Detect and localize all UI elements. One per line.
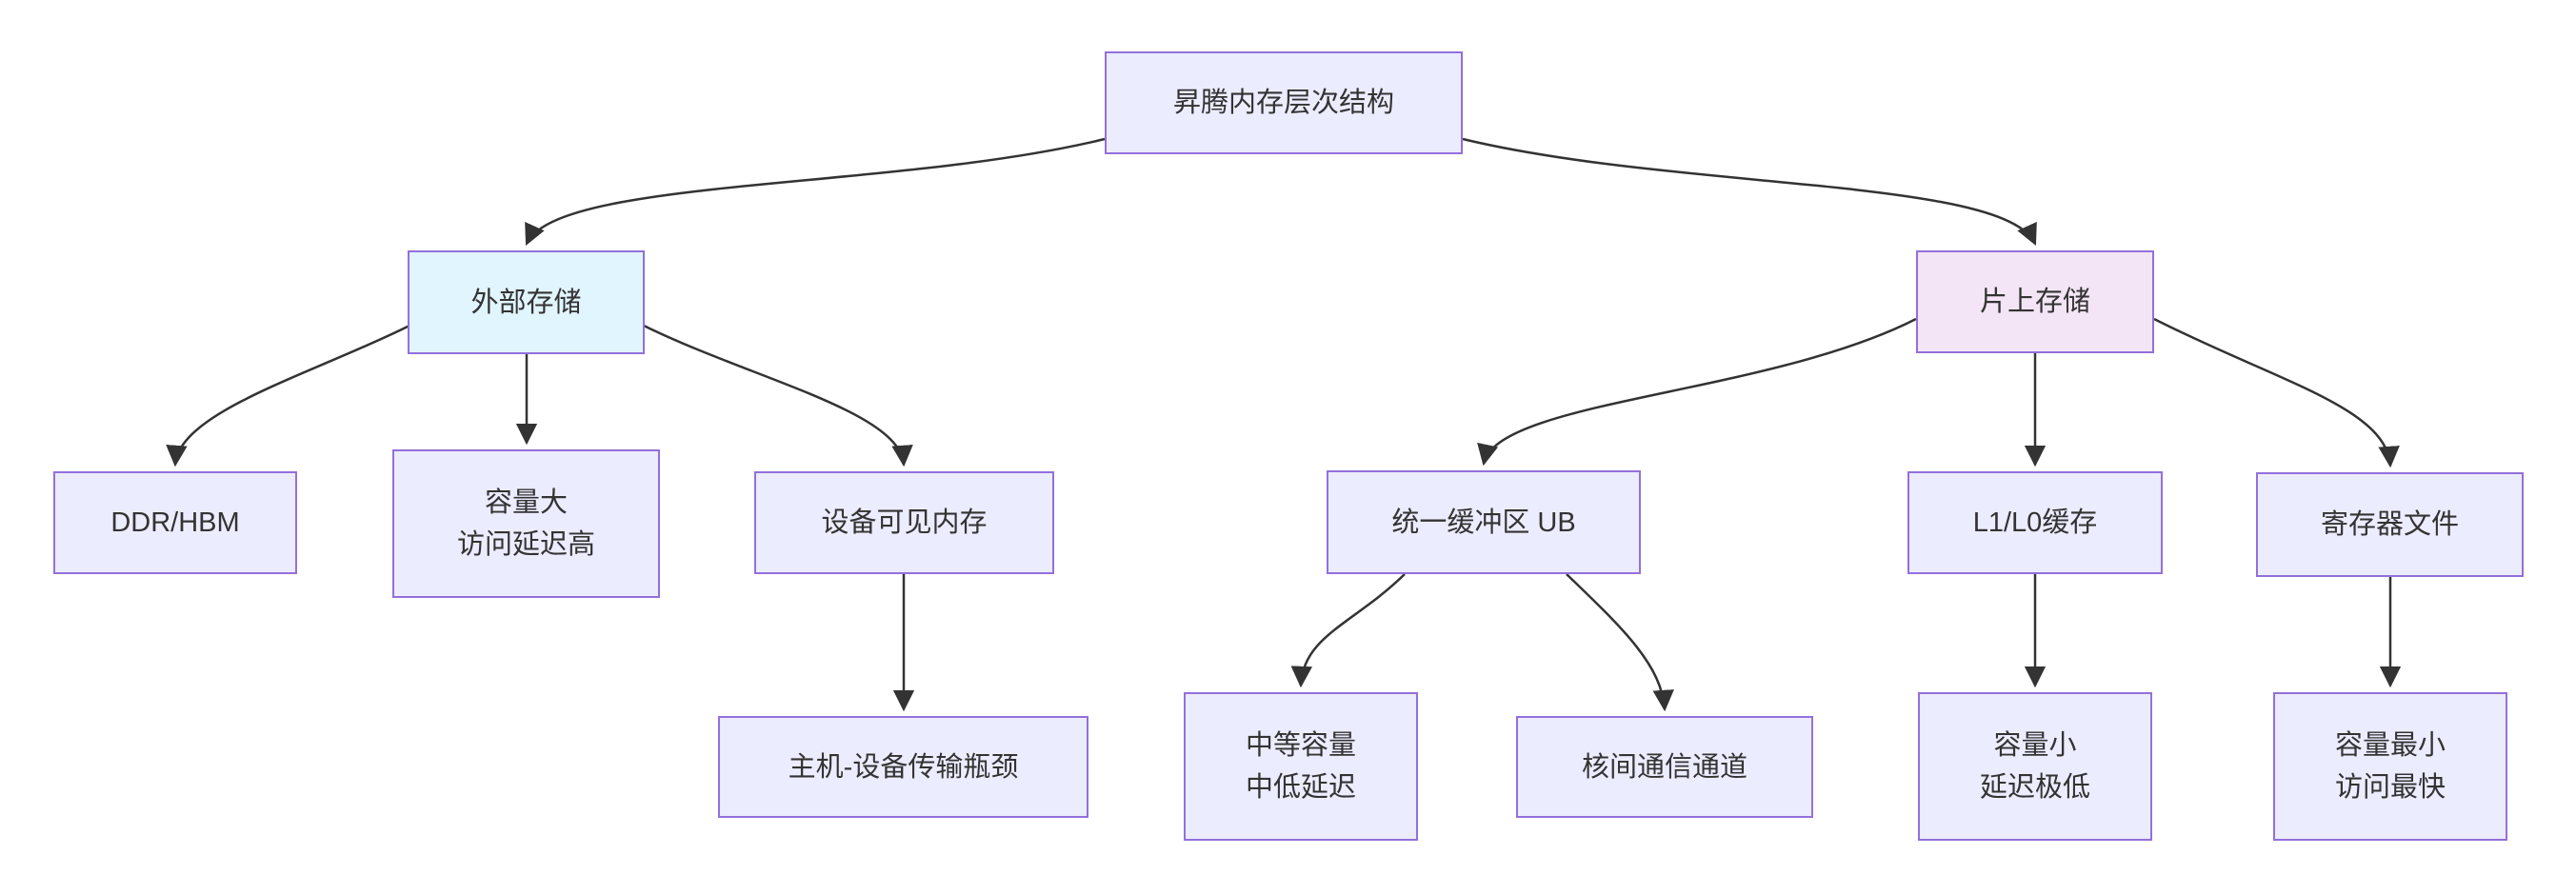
- node-ddr-hbm: DDR/HBM: [53, 471, 297, 574]
- node-inter-core-communication-channel: 核间通信通道: [1516, 716, 1813, 818]
- edge-external-to-device-visible-memory: [643, 324, 913, 467]
- node-ascend-memory-hierarchy: 昇腾内存层次结构: [1105, 51, 1463, 154]
- node-label: 外部存储: [470, 287, 582, 318]
- edge-unified-buffer-to-inter-core-channel: [1566, 573, 1674, 712]
- edge-root-to-external-storage: [525, 137, 1106, 247]
- node-label: 昇腾内存层次结构: [1172, 88, 1394, 118]
- node-large-capacity-high-latency: 容量大 访问延迟高: [392, 449, 660, 598]
- node-label: 统一缓冲区 UB: [1391, 507, 1576, 538]
- node-unified-buffer-ub: 统一缓冲区 UB: [1327, 470, 1641, 574]
- node-minimal-capacity-fastest-access: 容量最小 访问最快: [2273, 692, 2507, 841]
- node-external-storage: 外部存储: [408, 250, 645, 354]
- node-label-line1: 中等容量: [1245, 730, 1356, 761]
- node-onchip-storage: 片上存储: [1916, 250, 2154, 353]
- node-label: L1/L0缓存: [1972, 507, 2098, 538]
- node-small-capacity-ultra-low-latency: 容量小 延迟极低: [1918, 692, 2152, 841]
- edge-onchip-to-register-file: [2153, 317, 2400, 468]
- node-medium-capacity-mid-low-latency: 中等容量 中低延迟: [1184, 692, 1418, 841]
- node-label: 主机-设备传输瓶颈: [788, 751, 1019, 783]
- node-label-line2: 延迟极低: [1979, 772, 2090, 803]
- node-host-device-transfer-bottleneck: 主机-设备传输瓶颈: [718, 716, 1088, 818]
- node-label: 核间通信通道: [1581, 751, 1747, 783]
- node-label-line2: 中低延迟: [1245, 772, 1356, 803]
- node-label-line1: 容量最小: [2334, 730, 2446, 761]
- node-device-visible-memory: 设备可见内存: [754, 471, 1054, 574]
- node-label: 设备可见内存: [821, 507, 988, 538]
- edge-root-to-onchip-storage: [1462, 137, 2037, 247]
- node-l1-l0-cache: L1/L0缓存: [1907, 471, 2163, 574]
- node-label-line1: 容量小: [1993, 730, 2077, 761]
- node-label: DDR/HBM: [110, 507, 240, 538]
- node-label-line2: 访问延迟高: [456, 529, 595, 560]
- edge-unified-buffer-to-medium-capacity: [1290, 573, 1406, 688]
- edge-onchip-to-unified-buffer: [1477, 317, 1917, 467]
- node-label: 寄存器文件: [2320, 509, 2459, 540]
- node-register-file: 寄存器文件: [2256, 472, 2524, 577]
- node-label: 片上存储: [1979, 287, 2090, 317]
- edge-external-to-ddr-hbm: [166, 324, 410, 467]
- node-label-line2: 访问最快: [2334, 772, 2446, 803]
- node-label-line1: 容量大: [484, 487, 568, 518]
